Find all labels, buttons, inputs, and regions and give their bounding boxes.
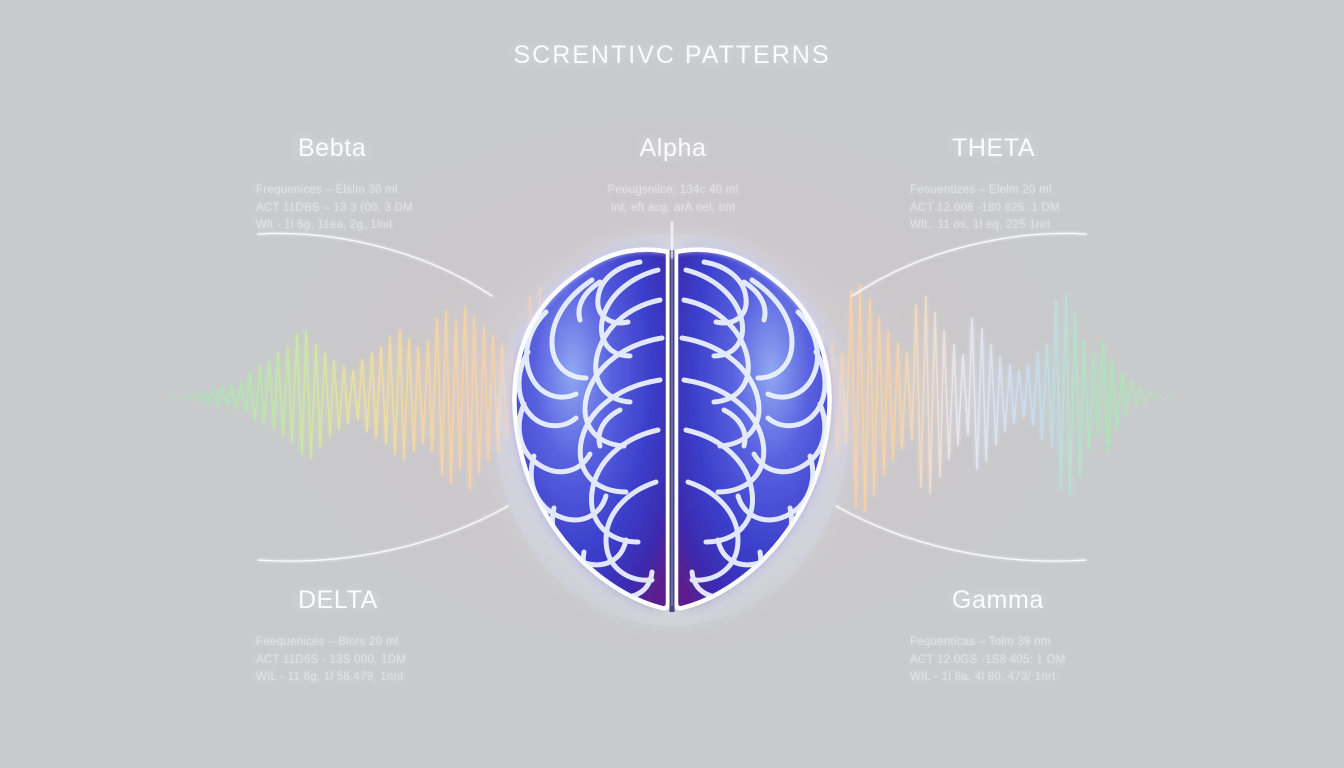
band-detail-theta-line1: Feouentizes – Elelm 20 ml — [910, 184, 1052, 196]
band-label-gamma: Gamma Fequenticas – Tolm 39 nm ACT 12.0G… — [900, 586, 1200, 687]
page-title: SCRENTIVC PATTERNS — [513, 41, 831, 69]
brain-left-hemisphere — [512, 247, 671, 611]
band-detail-gamma-line3: WIL - 1l 8a, 4l 80, 473/ 1nrt — [910, 671, 1056, 683]
band-label-beta: Bebta Frequenices – Elslm 30 ml ACT 11DB… — [248, 134, 548, 235]
waveform-right — [705, 283, 1175, 513]
band-detail-beta-line2: ACT 11DBS – 13 3 (00, 3 DM — [256, 201, 413, 214]
waveform-left — [167, 287, 639, 507]
band-detail-gamma-line1: Fequenticas – Tolm 39 nm — [910, 636, 1051, 648]
connector-gamma — [835, 505, 1087, 562]
brain-gyri-left — [516, 259, 665, 609]
band-heading-gamma: Gamma — [952, 586, 1044, 614]
band-label-delta: DELTA Feequenices – Blors 20 ml ACT 11D6… — [248, 586, 548, 687]
connector-theta — [851, 232, 1087, 297]
band-label-alpha: Alpha Peougsnilce: 134c 40 ml Int, eft a… — [523, 134, 823, 217]
band-heading-delta: DELTA — [298, 586, 378, 614]
band-detail-alpha-line2: Int, eft acg, arA oel, tmt — [610, 201, 736, 214]
band-detail-delta-line3: WIL - 11 8g, 1l 58,479, 1nnt — [256, 671, 404, 683]
band-detail-theta-line2: ACT 12.006 -180 825: 1 DM — [910, 201, 1060, 214]
connector-beta — [257, 232, 493, 297]
brain-right-hemisphere — [673, 247, 832, 611]
band-detail-beta-line3: Wlt - 1l 6g, 11ea, 2g, 1lnit — [256, 219, 393, 231]
band-heading-theta: THETA — [952, 134, 1036, 162]
band-heading-alpha: Alpha — [639, 134, 707, 162]
cool-background-glow — [412, 184, 932, 615]
brain-gyri-right — [679, 259, 828, 609]
connector-delta — [257, 505, 509, 562]
band-detail-gamma-line2: ACT 12.0GS -1S8 405: 1 OM — [910, 653, 1066, 666]
band-detail-beta-line1: Frequenices – Elslm 30 ml — [256, 184, 398, 196]
band-label-theta: THETA Feouentizes – Elelm 20 ml ACT 12.0… — [900, 134, 1200, 235]
band-detail-delta-line2: ACT 11D6S - 13S 000, 1DM — [256, 653, 407, 666]
band-detail-alpha-line1: Peougsnilce: 134c 40 ml — [607, 184, 739, 196]
band-detail-theta-line3: WlL. 11 os, 1l eq, 225 1nrt — [910, 219, 1051, 231]
band-heading-beta: Bebta — [298, 134, 367, 162]
band-detail-delta-line1: Feequenices – Blors 20 ml — [256, 636, 399, 648]
